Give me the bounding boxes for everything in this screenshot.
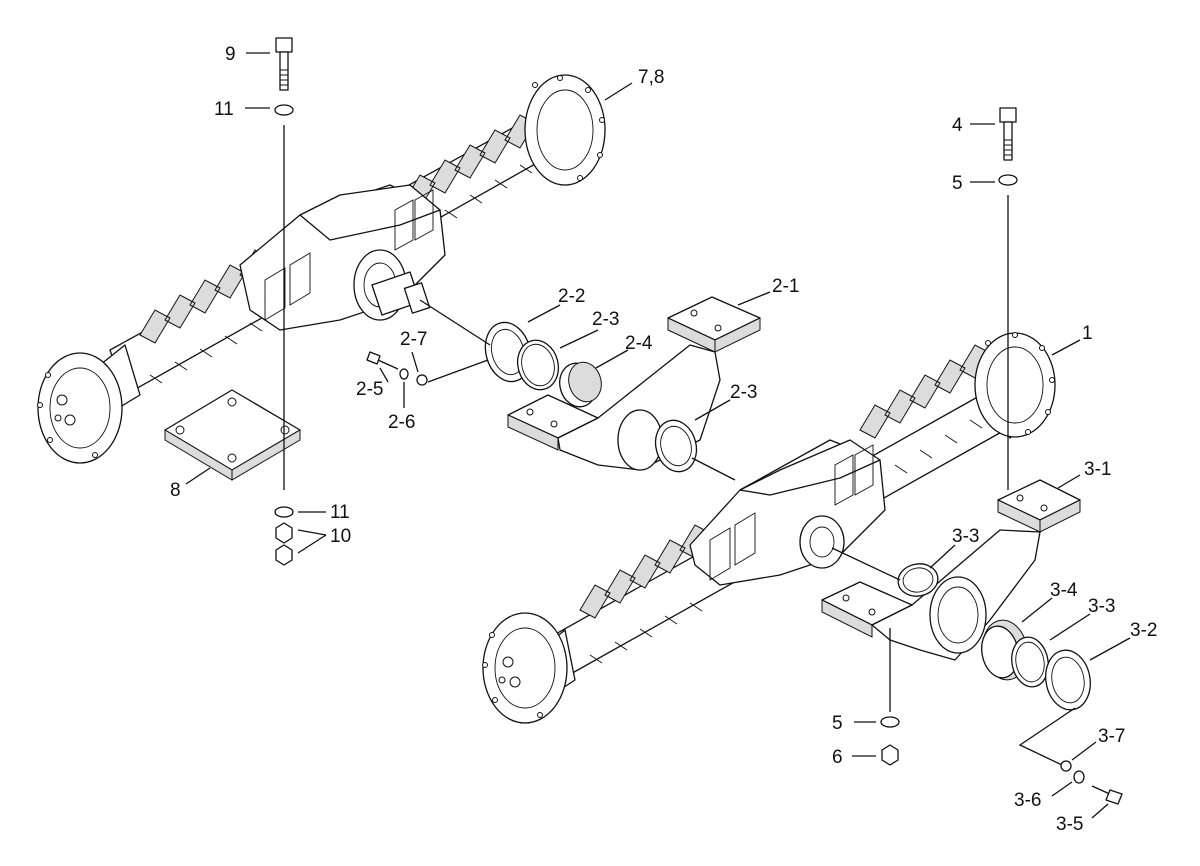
label-3-4: 3-4 <box>1050 580 1078 601</box>
washer-11-bottom <box>274 506 294 518</box>
lower-axle-hub-right <box>974 332 1056 439</box>
bolt-9 <box>275 37 293 91</box>
upper-axle-assembly <box>37 74 606 464</box>
bracket-3-1 <box>821 479 1081 661</box>
washer-2-6 <box>399 368 409 380</box>
label-4: 4 <box>952 115 963 136</box>
bolt-3-5 <box>1091 785 1123 805</box>
ring-3-3-upper <box>897 563 939 597</box>
upper-axle-hub-right <box>524 74 606 186</box>
ring-2-3 <box>516 339 560 391</box>
lower-axle-fins <box>579 344 991 664</box>
lower-axle-differential <box>689 439 886 586</box>
label-2-3-lower: 2-3 <box>730 382 757 403</box>
label-3-2: 3-2 <box>1130 620 1157 641</box>
callout-labels: 9 11 7,8 4 5 2-2 2-1 2-3 2-7 2-4 1 2-5 2… <box>170 44 1157 835</box>
bolt-2-5 <box>366 351 399 370</box>
label-2-3-upper: 2-3 <box>592 309 619 330</box>
callout-leaders <box>185 52 1131 819</box>
label-11-top: 11 <box>214 99 234 120</box>
label-2-7: 2-7 <box>400 329 427 350</box>
ring-leader-line <box>691 457 736 481</box>
label-5-top: 5 <box>952 173 963 194</box>
gasket-leader-line <box>1018 707 1076 766</box>
label-3-1: 3-1 <box>1084 459 1111 480</box>
mounting-plate-8 <box>164 389 301 481</box>
pinion-leader-line-lower <box>831 547 901 581</box>
label-3-6: 3-6 <box>1014 790 1041 811</box>
washer-5-top <box>998 174 1018 186</box>
label-3-3-upper: 3-3 <box>952 526 979 547</box>
label-3-5: 3-5 <box>1056 814 1083 835</box>
nut-10 <box>275 522 293 566</box>
washer-5-bottom <box>880 716 900 728</box>
label-2-5: 2-5 <box>356 379 383 400</box>
label-10: 10 <box>330 526 351 547</box>
label-2-6: 2-6 <box>388 412 415 433</box>
washer-11-top <box>274 104 294 116</box>
label-2-1: 2-1 <box>772 276 799 297</box>
ring-2-3-lower <box>654 419 698 473</box>
label-3-7: 3-7 <box>1098 726 1125 747</box>
oring-3-7 <box>1060 760 1072 772</box>
seal-2-4 <box>559 361 602 408</box>
oring-2-7 <box>416 374 428 386</box>
ring-3-3-lower <box>1011 636 1049 688</box>
label-11-bottom: 11 <box>330 502 350 523</box>
lower-axle-hub-left <box>482 612 576 724</box>
oring-leader-line <box>427 359 489 383</box>
label-3-3-lower: 3-3 <box>1088 596 1115 617</box>
bolt-4 <box>999 107 1017 161</box>
label-8: 8 <box>170 480 181 501</box>
upper-axle-hub-left <box>37 344 141 464</box>
nut-6 <box>881 744 899 766</box>
label-9: 9 <box>225 44 236 65</box>
label-5-bottom: 5 <box>832 713 843 734</box>
upper-axle-pinion-shaft <box>371 271 431 316</box>
lower-axle-assembly <box>482 332 1056 724</box>
label-2-2: 2-2 <box>558 286 585 307</box>
label-2-4: 2-4 <box>625 333 653 354</box>
label-6: 6 <box>832 747 843 768</box>
label-7-8: 7,8 <box>638 67 664 88</box>
shaft-leader-line <box>419 299 491 346</box>
gasket-3-2 <box>1045 649 1091 711</box>
label-1: 1 <box>1082 323 1093 344</box>
washer-3-6 <box>1073 770 1085 784</box>
